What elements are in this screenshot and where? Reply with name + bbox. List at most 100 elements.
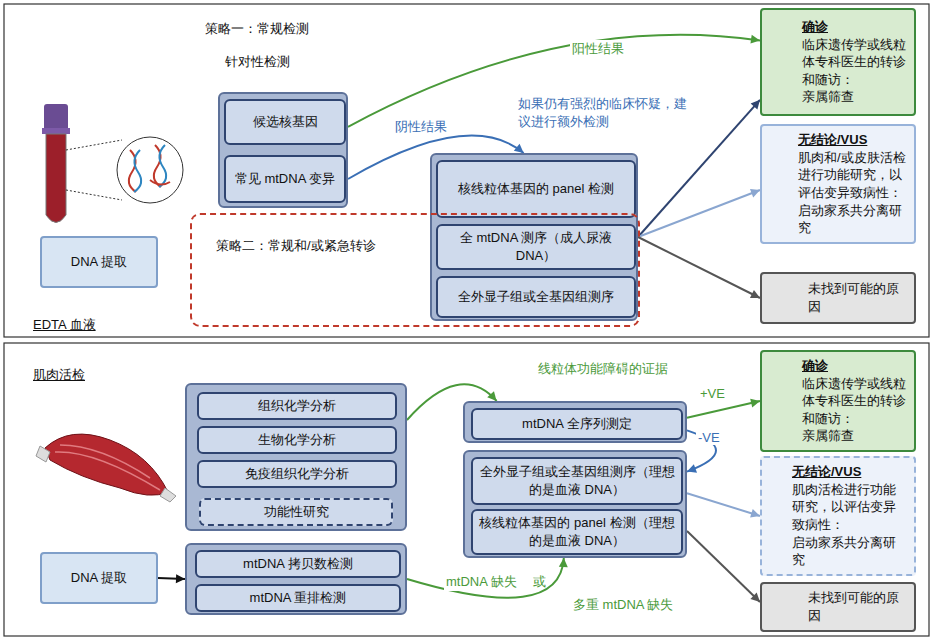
arrow-head bbox=[750, 399, 760, 408]
arrow-head bbox=[514, 144, 524, 153]
connector bbox=[687, 531, 760, 602]
node-text: 生物化学分析 bbox=[258, 431, 336, 449]
edge-label: 线粒体功能障碍的证据 bbox=[536, 360, 670, 378]
node-text: 无结论/VUS bbox=[798, 131, 867, 149]
node-text: DNA 提取 bbox=[71, 569, 127, 587]
node-text: 启动家系共分离研究 bbox=[798, 202, 908, 237]
arrow-head bbox=[751, 100, 760, 110]
connector-line bbox=[638, 237, 760, 298]
node-text: 免疫组织化学分析 bbox=[245, 465, 349, 483]
arrow-head bbox=[687, 464, 697, 472]
group-box: 组织化学分析生物化学分析免疫组织化学分析功能性研究 bbox=[185, 383, 407, 531]
node-text: 确诊 bbox=[802, 357, 828, 375]
connector bbox=[158, 574, 185, 583]
connector bbox=[407, 558, 568, 598]
node-text: 核线粒体基因的 panel 检测 bbox=[458, 180, 614, 198]
connector-line bbox=[687, 531, 760, 602]
group-box: mtDNA 全序列测定 bbox=[463, 401, 687, 443]
strategy-region: 策略二：常规和/或紧急转诊 bbox=[190, 213, 640, 327]
free-label: 多重 mtDNA 缺失 bbox=[573, 596, 673, 614]
arrow-head bbox=[750, 592, 760, 602]
blood-tube bbox=[42, 104, 183, 223]
node-text: 全外显子组或全基因组测序（理想的是血液 DNA） bbox=[479, 463, 675, 498]
result-box: 未找到可能的原因 bbox=[760, 582, 916, 632]
process-box: 生物化学分析 bbox=[197, 426, 397, 454]
free-label: 或 bbox=[533, 573, 546, 591]
group-box: 候选核基因常见 mtDNA 变异 bbox=[218, 92, 348, 208]
group-box: 全外显子组或全基因组测序（理想的是血液 DNA） 核线粒体基因的 panel 检测… bbox=[463, 450, 687, 558]
extraction-box: DNA 提取 bbox=[40, 236, 158, 288]
node-text: 未找到可能的原因 bbox=[808, 280, 908, 315]
node-text: 组织化学分析 bbox=[258, 397, 336, 415]
process-box: 核线粒体基因的 panel 检测（理想的是血液 DNA） bbox=[471, 509, 683, 555]
node-text: 肌肉活检进行功能研究，以评估变异致病性： bbox=[792, 481, 908, 534]
arrow-head bbox=[750, 290, 760, 298]
node-text: 确诊 bbox=[802, 18, 828, 36]
edge-label: 阳性结果 bbox=[570, 40, 626, 58]
free-label: EDTA 血液 bbox=[33, 316, 96, 334]
free-label: 肌肉活检 bbox=[33, 366, 85, 384]
connector bbox=[638, 189, 760, 237]
node-text: 候选核基因 bbox=[253, 113, 318, 131]
arrow-head bbox=[750, 35, 760, 44]
extraction-box: DNA 提取 bbox=[40, 552, 158, 604]
node-text: mtDNA 全序列测定 bbox=[522, 415, 632, 433]
node-text: 临床遗传学或线粒体专科医生的转诊和随访： bbox=[802, 36, 908, 89]
group-box: 核线粒体基因的 panel 检测全 mtDNA 测序（成人尿液 DNA） 全外显子… bbox=[430, 153, 638, 321]
process-box: mtDNA 全序列测定 bbox=[471, 408, 683, 440]
arrow-head bbox=[487, 391, 496, 401]
edge-label: -VE bbox=[696, 430, 722, 445]
result-box: 无结论/VUS肌肉和/或皮肤活检进行功能研究，以评估变异致病性：启动家系共分离研… bbox=[760, 124, 916, 244]
process-box: 免疫组织化学分析 bbox=[197, 460, 397, 488]
connector-line bbox=[407, 558, 564, 598]
connector-line bbox=[638, 190, 760, 237]
process-box: 常见 mtDNA 变异 bbox=[224, 155, 346, 203]
arrow-head bbox=[750, 509, 760, 518]
process-box: 全外显子组或全基因组测序（理想的是血液 DNA） bbox=[471, 457, 683, 505]
node-text: 未找到可能的原因 bbox=[808, 589, 908, 624]
node-text: 无结论/VUS bbox=[792, 463, 861, 481]
free-label: 策略一：常规检测 bbox=[205, 20, 309, 38]
result-box: 确诊临床遗传学或线粒体专科医生的转诊和随访：亲属筛查 bbox=[760, 8, 916, 116]
node-text: DNA 提取 bbox=[71, 253, 127, 271]
arrow-head bbox=[176, 574, 185, 583]
node-text: 临床遗传学或线粒体专科医生的转诊和随访： bbox=[802, 375, 908, 428]
connector bbox=[638, 237, 760, 298]
connector-line bbox=[687, 493, 760, 516]
process-box: 全外显子组或全基因组测序 bbox=[436, 276, 636, 318]
free-label: 如果仍有强烈的临床怀疑，建议进行额外检测 bbox=[518, 95, 696, 131]
arrow-head bbox=[750, 189, 760, 197]
node-text: 常见 mtDNA 变异 bbox=[235, 170, 335, 188]
node-text: 启动家系共分离研究 bbox=[792, 534, 908, 569]
process-box: mtDNA 重排检测 bbox=[195, 584, 401, 612]
edge-label: mtDNA 缺失 bbox=[444, 573, 519, 591]
result-box: 确诊临床遗传学或线粒体专科医生的转诊和随访：亲属筛查 bbox=[760, 350, 916, 452]
connector bbox=[687, 493, 760, 517]
node-text: 全 mtDNA 测序（成人尿液 DNA） bbox=[444, 229, 628, 264]
process-box: 全 mtDNA 测序（成人尿液 DNA） bbox=[436, 224, 636, 270]
dashed-box: 功能性研究 bbox=[199, 498, 393, 526]
node-text: 亲属筛查 bbox=[802, 88, 854, 106]
edge-label: +VE bbox=[698, 386, 727, 401]
node-text: mtDNA 重排检测 bbox=[250, 589, 347, 607]
node-text: 全外显子组或全基因组测序 bbox=[458, 288, 614, 306]
node-text: 肌肉和/或皮肤活检进行功能研究，以评估变异致病性： bbox=[798, 149, 908, 202]
node-text: 功能性研究 bbox=[264, 503, 329, 521]
edge-label: 阴性结果 bbox=[393, 118, 449, 136]
process-box: mtDNA 拷贝数检测 bbox=[195, 550, 401, 578]
node-text: 亲属筛查 bbox=[802, 427, 854, 445]
process-box: 核线粒体基因的 panel 检测 bbox=[436, 160, 636, 218]
muscle-illustration bbox=[36, 434, 176, 502]
group-box: mtDNA 拷贝数检测 mtDNA 重排检测 bbox=[185, 543, 407, 615]
result-box: 未找到可能的原因 bbox=[760, 272, 916, 324]
process-box: 候选核基因 bbox=[224, 99, 346, 145]
process-box: 组织化学分析 bbox=[197, 392, 397, 420]
node-text: 核线粒体基因的 panel 检测（理想的是血液 DNA） bbox=[479, 514, 675, 549]
result-box: 无结论/VUS肌肉活检进行功能研究，以评估变异致病性：启动家系共分离研究 bbox=[760, 456, 916, 576]
free-label: 针对性检测 bbox=[225, 53, 290, 71]
connector bbox=[687, 399, 760, 418]
node-text: mtDNA 拷贝数检测 bbox=[243, 555, 353, 573]
node-text: 策略二：常规和/或紧急转诊 bbox=[216, 237, 376, 255]
arrow-head bbox=[559, 558, 568, 567]
